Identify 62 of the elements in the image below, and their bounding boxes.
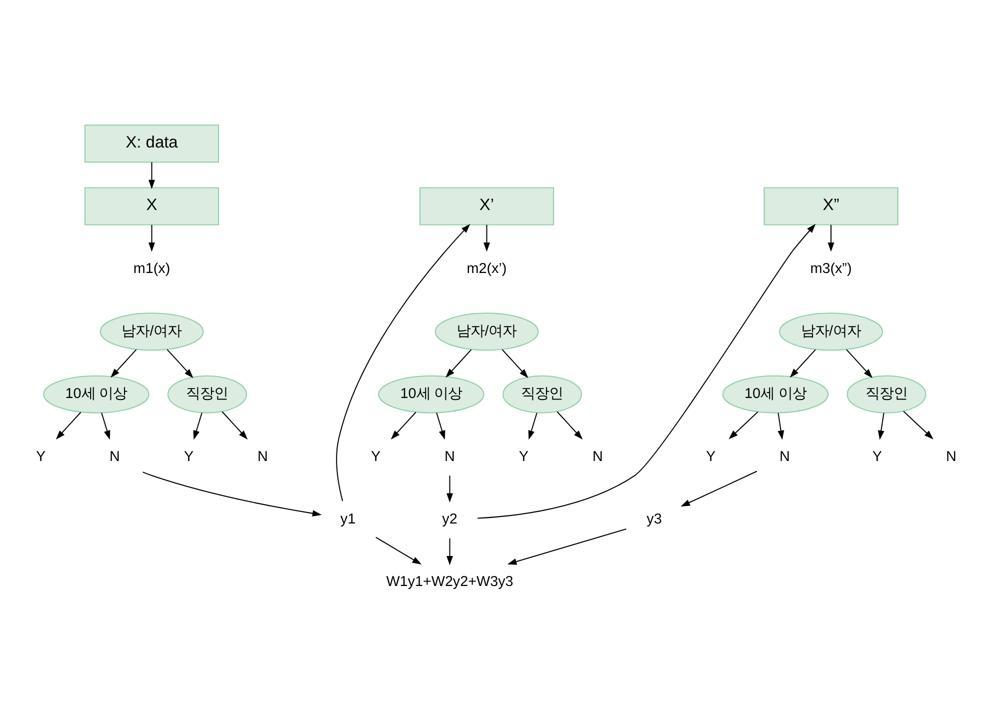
node-text: y2 bbox=[442, 512, 458, 528]
node-ellipse: 10세 이상 bbox=[378, 375, 484, 414]
arrow bbox=[110, 349, 137, 378]
node-text: m1(x) bbox=[133, 260, 170, 277]
node-ellipse: 10세 이상 bbox=[43, 375, 150, 414]
arrow bbox=[790, 349, 816, 378]
arrow bbox=[556, 411, 583, 440]
arrow bbox=[446, 349, 472, 378]
node-text: W1y1+W2y2+W3y3 bbox=[386, 574, 514, 590]
arrow bbox=[436, 412, 446, 440]
arrow bbox=[778, 412, 784, 440]
arrow bbox=[336, 224, 470, 502]
node-text: m2(x’) bbox=[466, 260, 507, 277]
arrow bbox=[193, 412, 202, 440]
arrow bbox=[56, 412, 82, 440]
node-text: m3(x”) bbox=[810, 260, 852, 277]
arrow bbox=[903, 410, 934, 440]
node-text: y1 bbox=[340, 512, 356, 528]
arrow bbox=[148, 162, 155, 190]
node-text: N bbox=[592, 448, 603, 465]
arrow bbox=[507, 528, 626, 565]
arrow bbox=[148, 224, 155, 252]
node-box: X: data bbox=[84, 124, 220, 163]
node-text: Y bbox=[872, 448, 882, 465]
arrow bbox=[846, 349, 873, 378]
arrow bbox=[101, 412, 110, 440]
node-ellipse: 남자/여자 bbox=[434, 312, 539, 351]
arrow bbox=[446, 476, 453, 503]
node-text: N bbox=[110, 448, 120, 465]
node-text: Y bbox=[370, 448, 381, 465]
node-ellipse: 직장인 bbox=[167, 375, 247, 414]
arrow bbox=[502, 349, 528, 378]
node-text: N bbox=[780, 448, 790, 465]
node-text: Y bbox=[36, 448, 46, 465]
node-text: N bbox=[444, 448, 455, 465]
arrow bbox=[528, 412, 538, 440]
node-box: X’ bbox=[419, 187, 554, 226]
arrow bbox=[478, 224, 816, 519]
arrow bbox=[446, 538, 453, 566]
node-ellipse: 직장인 bbox=[502, 375, 582, 414]
node-ellipse: 10세 이상 bbox=[722, 375, 829, 414]
node-text: N bbox=[258, 448, 268, 465]
arrow bbox=[828, 224, 834, 252]
node-text: Y bbox=[706, 448, 716, 465]
arrow bbox=[390, 412, 416, 440]
arrow bbox=[142, 472, 322, 517]
node-box: X” bbox=[764, 187, 898, 226]
node-ellipse: 직장인 bbox=[846, 375, 926, 414]
node-ellipse: 남자/여자 bbox=[100, 312, 204, 351]
node-text: N bbox=[946, 448, 956, 465]
arrow bbox=[728, 412, 758, 440]
node-box: X bbox=[84, 187, 220, 226]
node-text: y3 bbox=[646, 512, 662, 528]
arrow bbox=[484, 224, 490, 252]
node-text: Y bbox=[518, 448, 529, 465]
node-text: Y bbox=[184, 448, 194, 465]
arrow bbox=[166, 349, 194, 378]
arrow bbox=[878, 412, 884, 440]
arrow bbox=[222, 411, 248, 440]
arrow bbox=[376, 536, 422, 565]
node-ellipse: 남자/여자 bbox=[779, 312, 883, 351]
arrow bbox=[680, 470, 758, 507]
